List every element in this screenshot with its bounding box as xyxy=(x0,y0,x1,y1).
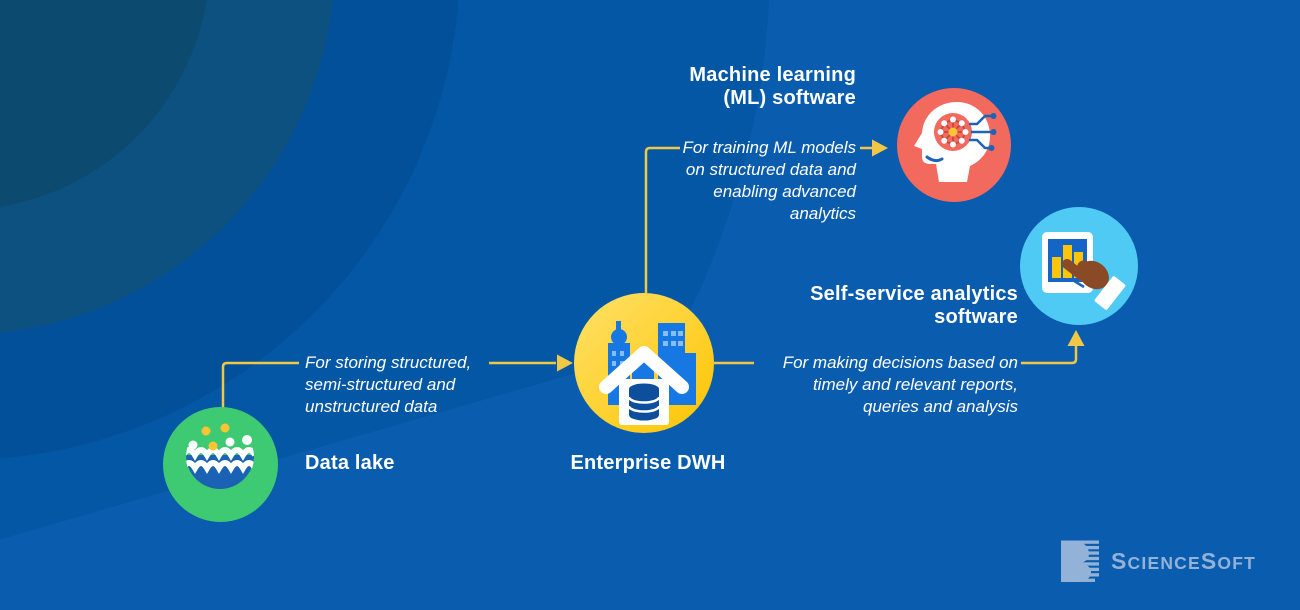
lake-waves-icon xyxy=(186,447,254,474)
note-line: analytics xyxy=(789,204,856,223)
dwh-to-selfservice-note: For making decisions based on timely and… xyxy=(728,352,1018,418)
ml-title-line2: (ML) software xyxy=(723,87,856,109)
note-line: For training ML models xyxy=(682,138,856,157)
database-cylinder-icon xyxy=(627,383,661,421)
ml-title: Machine learning (ML) software xyxy=(606,64,856,110)
stylus-icon xyxy=(1070,277,1085,289)
dwh-node-icon xyxy=(574,293,714,433)
connector-selfservice-elbow xyxy=(1021,346,1078,365)
selfservice-title: Self-service analytics software xyxy=(768,283,1018,329)
note-line: For storing structured, xyxy=(305,353,472,372)
sciencesoft-logo-text: ScienceSoft xyxy=(1111,548,1256,575)
note-line: queries and analysis xyxy=(863,397,1018,416)
selfservice-node-icon xyxy=(1020,207,1138,325)
note-line: For making decisions based on xyxy=(782,353,1018,372)
ml-node-icon xyxy=(897,88,1011,202)
logo-letter: S xyxy=(1111,547,1128,574)
connector-datalake-elbow xyxy=(221,361,299,408)
ml-title-line1: Machine learning xyxy=(689,64,856,86)
connector-ml-elbow xyxy=(644,146,680,293)
note-line: on structured data and xyxy=(685,160,856,179)
note-line: unstructured data xyxy=(305,397,438,416)
selfservice-title-line2: software xyxy=(934,306,1018,328)
neural-network-icon xyxy=(937,116,969,148)
logo-letter: S xyxy=(1200,547,1218,574)
logo-letters-small: cience xyxy=(1127,552,1201,573)
sciencesoft-logo: ScienceSoft xyxy=(1058,537,1256,585)
selfservice-title-line1: Self-service analytics xyxy=(810,283,1018,305)
mouth-line xyxy=(925,155,944,163)
datalake-label: Data lake xyxy=(305,452,395,474)
note-line: enabling advanced xyxy=(713,182,856,201)
datalake-to-dwh-note: For storing structured, semi-structured … xyxy=(305,352,535,418)
note-line: timely and relevant reports, xyxy=(812,375,1018,394)
logo-letters-small: oft xyxy=(1217,552,1257,573)
lake-bubbles xyxy=(188,423,252,451)
arrowhead-to-ml-icon xyxy=(872,139,888,157)
note-line: semi-structured and xyxy=(305,375,456,394)
arrowhead-to-selfservice-icon xyxy=(1067,330,1085,346)
dwh-to-ml-note: For training ML models on structured dat… xyxy=(606,137,856,225)
dwh-label: Enterprise DWH xyxy=(570,452,726,474)
arrowhead-to-dwh-icon xyxy=(557,354,573,372)
pointing-hand-icon xyxy=(1062,259,1126,310)
sciencesoft-logo-icon xyxy=(1061,540,1099,582)
datalake-node-icon xyxy=(163,407,278,522)
circuit-traces-icon xyxy=(969,113,997,151)
